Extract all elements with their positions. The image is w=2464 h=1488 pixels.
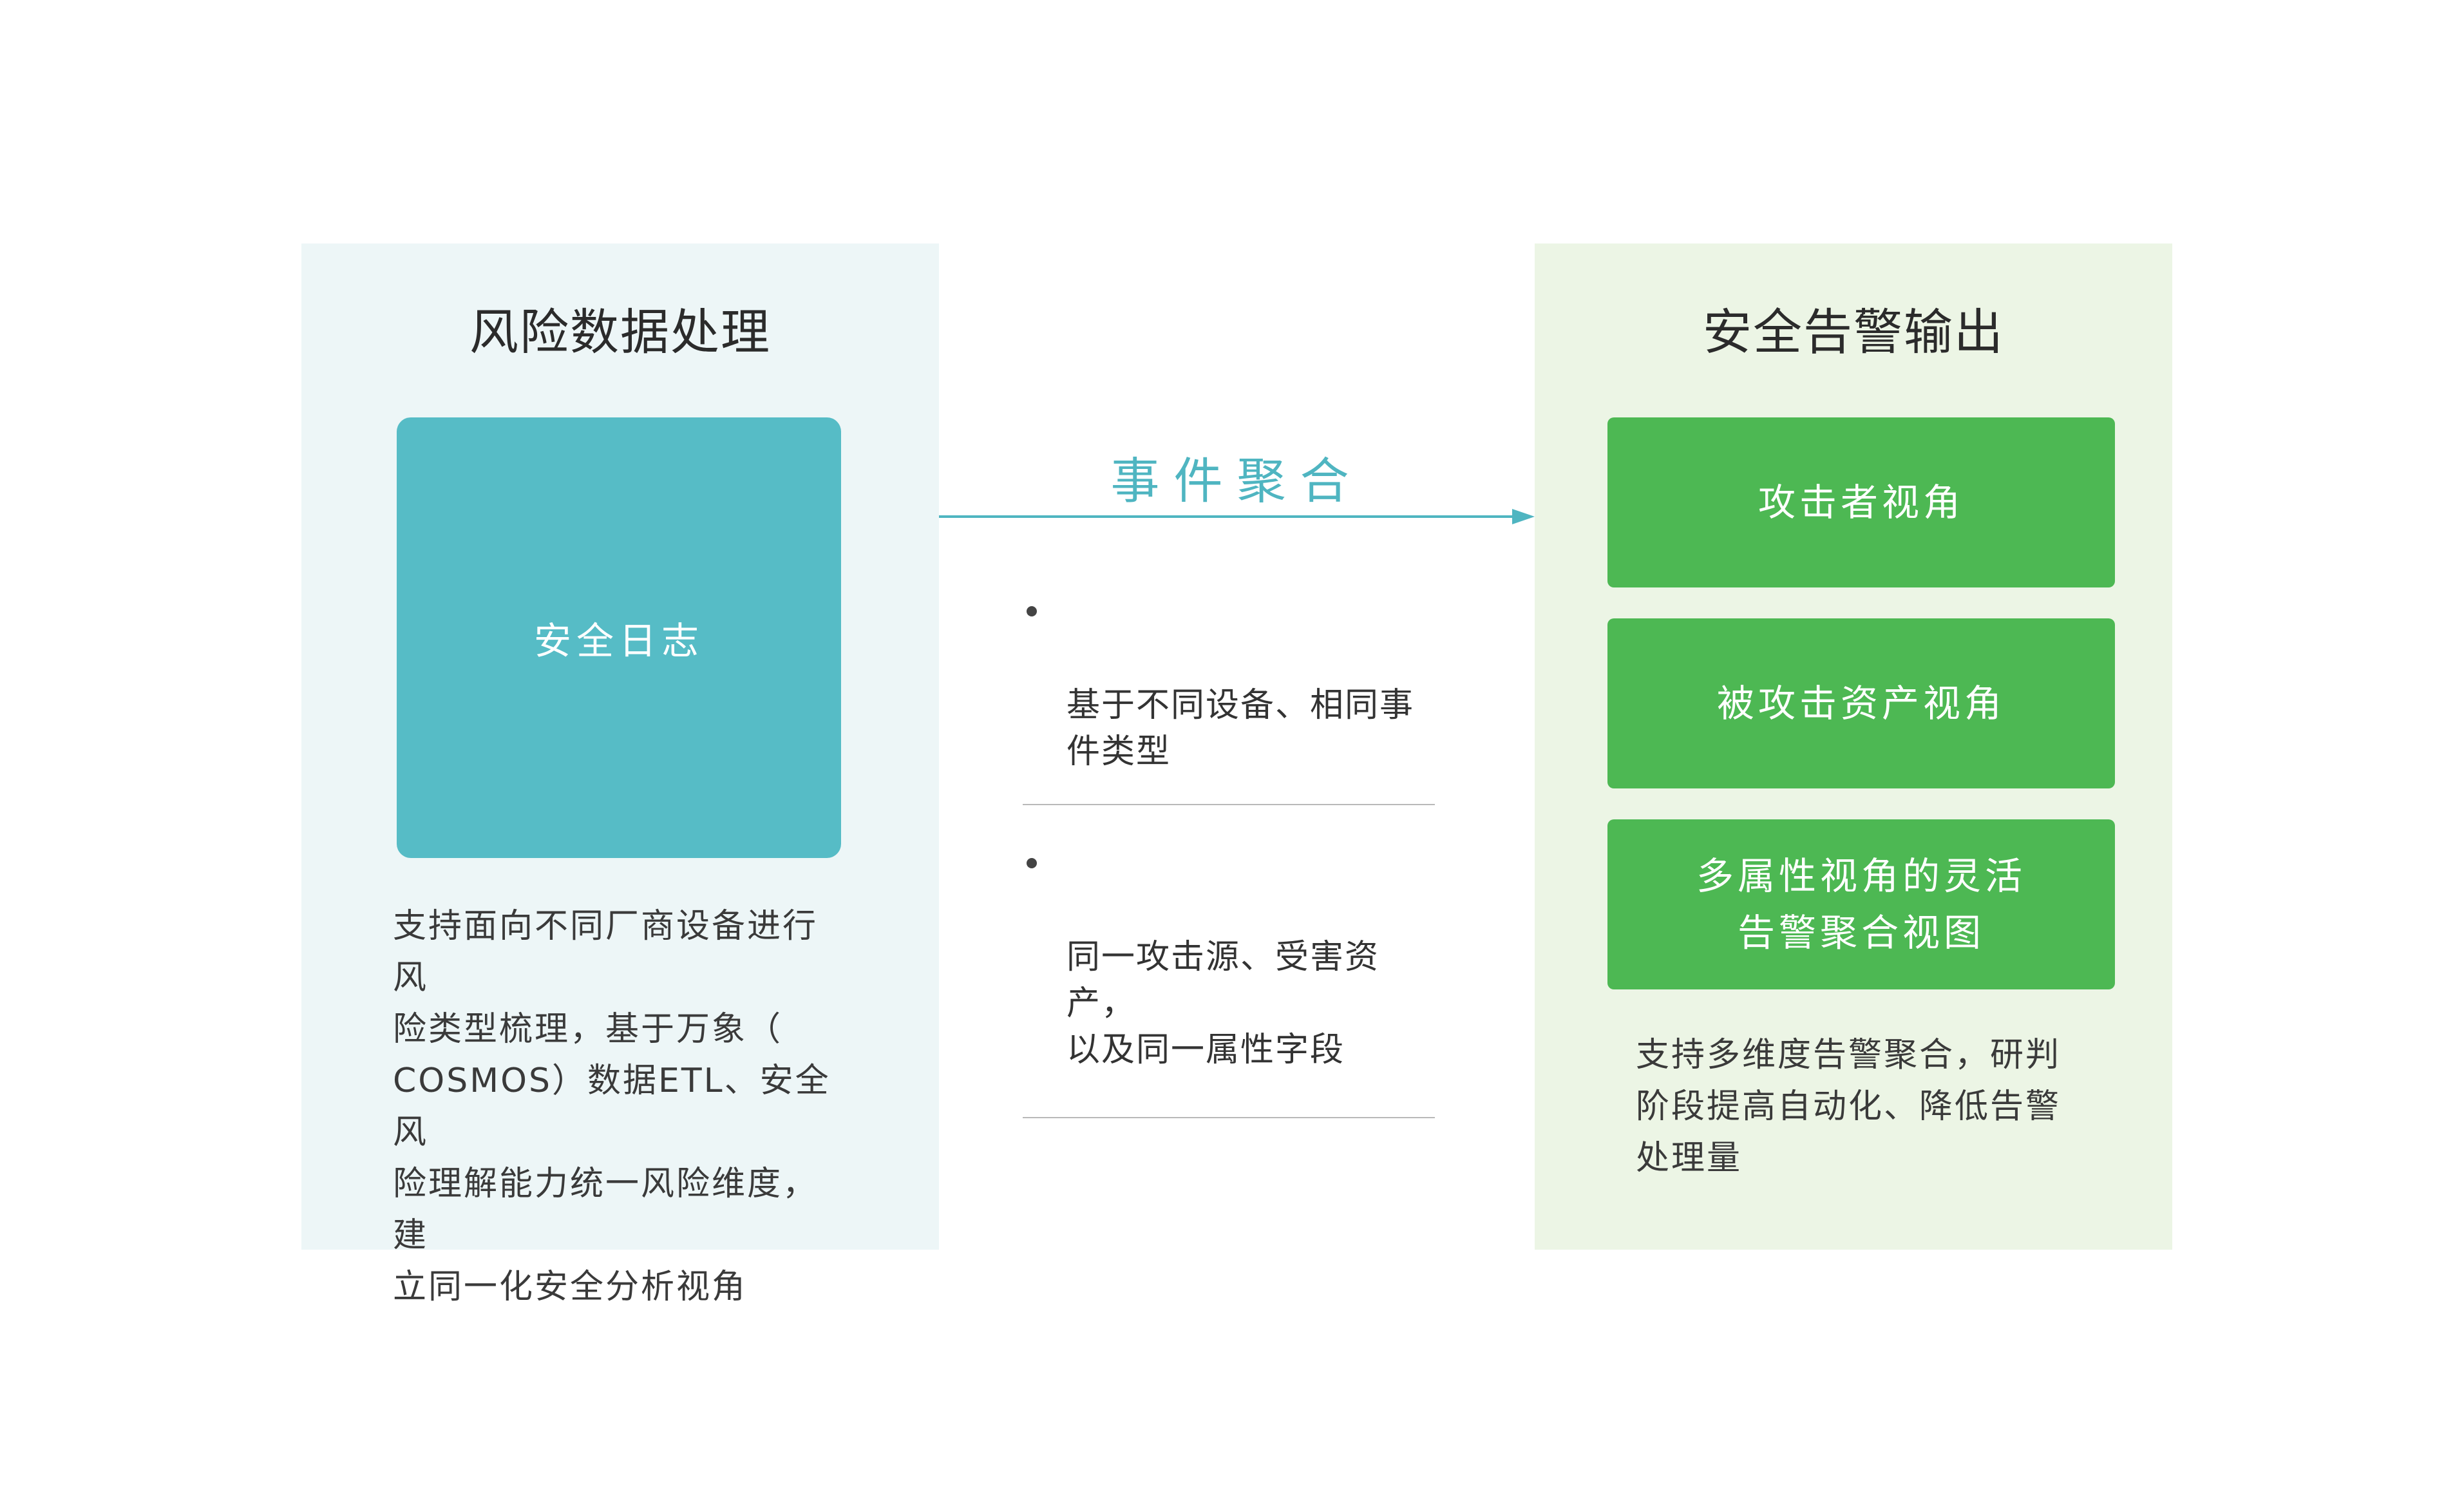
multi-attribute-view-label: 多属性视角的灵活 告警聚合视图 xyxy=(1696,854,2026,955)
security-log-box: 安全日志 xyxy=(397,417,841,858)
security-log-label: 安全日志 xyxy=(533,619,704,663)
risk-data-processing-panel: 风险数据处理 安全日志 支持面向不同厂商设备进行风 险类型梳理，基于万象（ CO… xyxy=(301,243,939,1306)
bullet-text: 同一攻击源、受害资产， 以及同一属性字段 xyxy=(1066,938,1380,1069)
left-panel-description: 支持面向不同厂商设备进行风 险类型梳理，基于万象（ COSMOS）数据ETL、安… xyxy=(393,907,831,1306)
multi-attribute-view-box: 多属性视角的灵活 告警聚合视图 xyxy=(1607,819,2115,989)
left-panel-title: 风险数据处理 xyxy=(469,303,771,361)
attacker-view-box: 攻击者视角 xyxy=(1607,417,2115,587)
arrow-right-icon xyxy=(939,509,1535,524)
bullet-dot-icon xyxy=(1027,858,1037,868)
right-panel-description: 支持多维度告警聚合，研判 阶段提高自动化、降低告警 处理量 xyxy=(1636,1036,2061,1178)
attacked-asset-view-label: 被攻击资产视角 xyxy=(1716,682,2005,725)
attacker-view-label: 攻击者视角 xyxy=(1758,481,1964,524)
event-aggregation-title: 事件聚合 xyxy=(1110,452,1363,510)
divider xyxy=(1023,804,1435,805)
aggregation-bullet-list: 基于不同设备、相同事 件类型 同一攻击源、受害资产， 以及同一属性字段 xyxy=(1023,589,1435,1118)
bullet-text: 基于不同设备、相同事 件类型 xyxy=(1066,686,1415,771)
right-panel-title: 安全告警输出 xyxy=(1703,303,2004,361)
bullet-item-same-source: 同一攻击源、受害资产， 以及同一属性字段 xyxy=(1023,841,1435,1073)
bullet-item-device-type: 基于不同设备、相同事 件类型 xyxy=(1023,589,1435,775)
attacked-asset-view-box: 被攻击资产视角 xyxy=(1607,618,2115,788)
divider xyxy=(1023,1117,1435,1118)
security-alert-output-panel: 安全告警输出 攻击者视角 被攻击资产视角 多属性视角的灵活 告警聚合视图 支持多… xyxy=(1535,243,2172,1250)
bullet-dot-icon xyxy=(1027,606,1037,616)
